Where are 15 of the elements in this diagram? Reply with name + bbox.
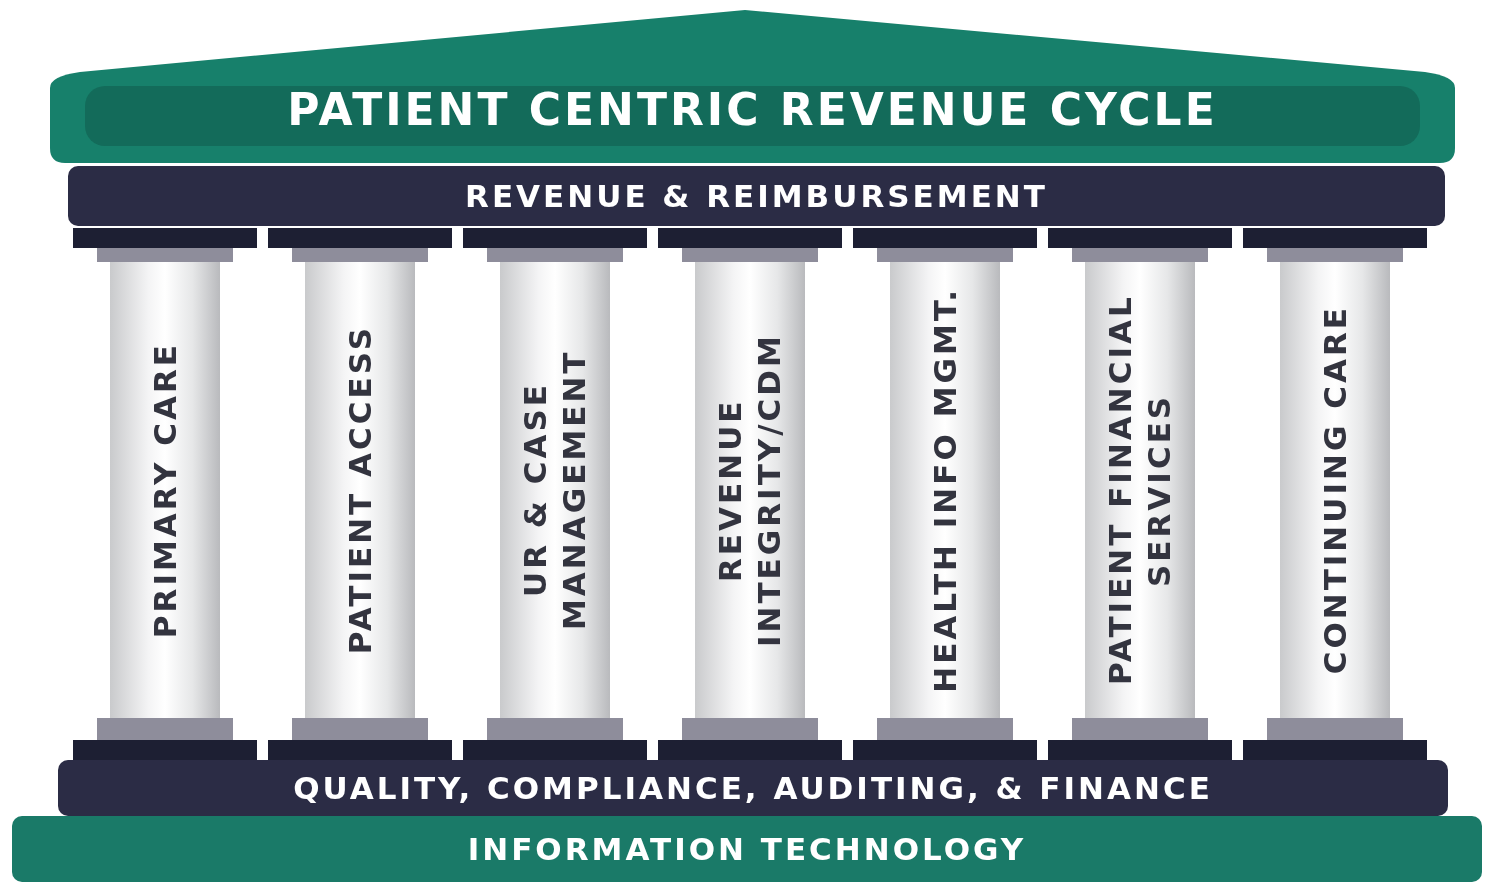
band-label: INFORMATION TECHNOLOGY [467,831,1027,867]
entablature-band [68,166,1445,226]
band-label: REVENUE & REIMBURSEMENT [465,178,1048,214]
pillar-label: REVENUE INTEGRITY/CDM [711,332,788,649]
pillar-label: CONTINUING CARE [1315,305,1354,675]
pillar-label: PATIENT FINANCIAL SERVICES [1101,293,1178,688]
roof-title: PATIENT CENTRIC REVENUE CYCLE [286,84,1219,135]
pillar-label: UR & CASE MANAGEMENT [516,348,593,633]
roof-pediment [50,8,1455,163]
pillar-label: PATIENT ACCESS [340,325,379,655]
band-label: QUALITY, COMPLIANCE, AUDITING, & FINANCE [293,770,1213,806]
pillar-label: PRIMARY CARE [145,341,184,639]
base-band [58,760,1448,816]
foundation-band [12,816,1482,882]
pillar-label: HEALTH INFO MGMT. [925,287,964,693]
